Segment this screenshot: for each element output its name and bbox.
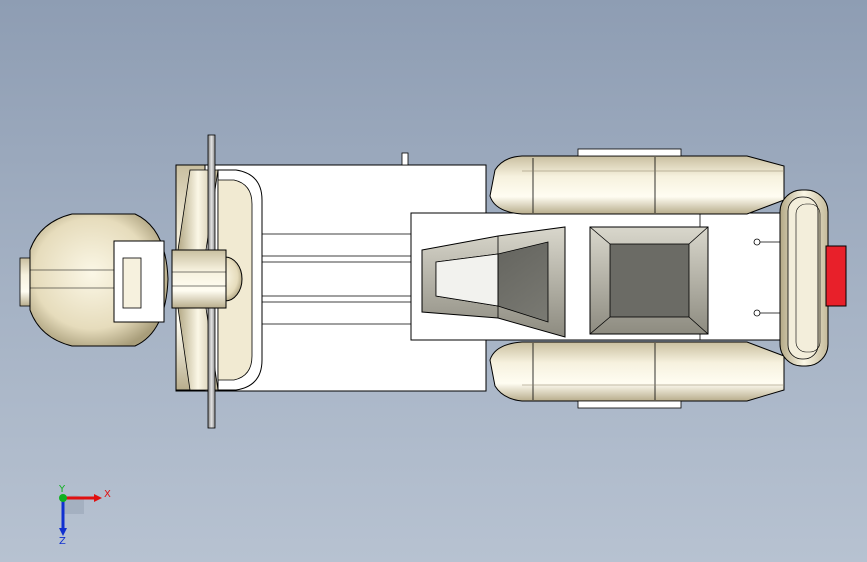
z-axis-label: Z [59,536,66,544]
x-axis-label: X [104,489,111,500]
tapered-pocket[interactable] [421,226,566,338]
y-axis-label: Y [58,484,66,495]
lower-rail[interactable] [489,341,785,409]
mounting-pins[interactable] [753,238,783,317]
x-axis-arrowhead [94,494,102,502]
square-pocket[interactable] [589,226,709,335]
triad-shading [64,495,84,514]
fork-assembly[interactable] [171,134,243,429]
center-shaft[interactable] [262,233,412,325]
rear-end-cap[interactable] [779,189,829,367]
coordinate-triad: X Y Z [58,484,111,544]
front-wheel-hub[interactable] [19,213,169,347]
z-axis-arrowhead [59,528,67,536]
upper-rail[interactable] [489,148,785,215]
red-indicator-block[interactable] [825,245,847,307]
y-axis-dot [59,494,67,502]
